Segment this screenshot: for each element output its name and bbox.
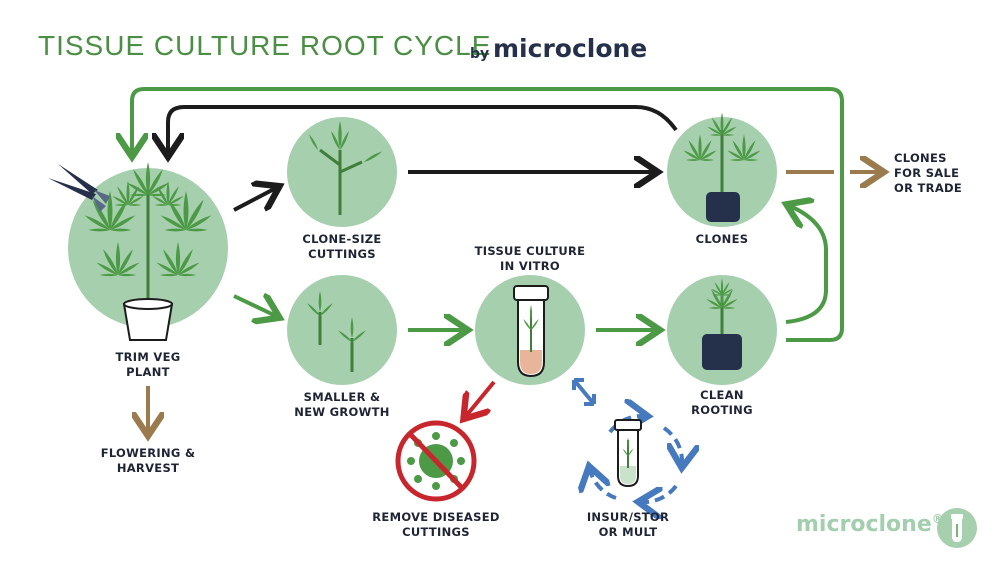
title-by-text: by [470,46,490,62]
label-clean-rooting: CLEAN ROOTING [691,388,753,417]
clean-rooting-plant-icon [702,279,742,370]
label-flowering-harvest: FLOWERING & HARVEST [100,446,196,475]
clones-plant-icon [683,113,761,222]
label-remove-diseased: REMOVE DISEASED CUTTINGS [372,510,500,539]
arrow-rooting-to-clones [786,206,828,324]
green-return-arrow [132,87,844,342]
label-smaller-new-growth: SMALLER & NEW GROWTH [294,390,390,419]
label-clone-size-cuttings: CLONE-SIZE CUTTINGS [302,232,382,261]
smaller-new-growth-circle [287,275,397,385]
label-insur-stor-mult: INSUR/STOR OR MULT [586,510,670,539]
footer-brand-mark: ® [931,512,944,526]
trim-veg-plant-icon [84,162,213,341]
title-brand-logo: microclone [493,34,648,63]
arrow-to-clone-size [233,188,276,212]
virus-prohibited-icon [395,420,477,502]
footer-brand: microclone® [796,512,944,537]
label-clones-for-sale: CLONES FOR SALE OR TRADE [894,151,963,195]
insur-stor-cycle-icon [572,378,682,502]
microclone-logo-icon [937,508,977,548]
black-return-arrow [168,105,678,153]
smaller-new-growth-icon [306,291,367,372]
page-title: TISSUE CULTURE ROOT CYCLE [38,30,492,61]
label-tissue-culture: TISSUE CULTURE IN VITRO [474,244,586,273]
clone-size-cuttings-icon [308,121,383,215]
label-trim-veg-plant: TRIM VEG PLANT [115,350,181,379]
label-clones: CLONES [695,232,749,246]
tissue-culture-tube-icon [513,285,549,378]
footer-brand-name: microclone [796,512,932,537]
pruning-shears-icon [48,164,110,212]
arrow-to-smaller-growth [233,296,276,316]
arrow-to-remove-diseased [466,380,496,416]
